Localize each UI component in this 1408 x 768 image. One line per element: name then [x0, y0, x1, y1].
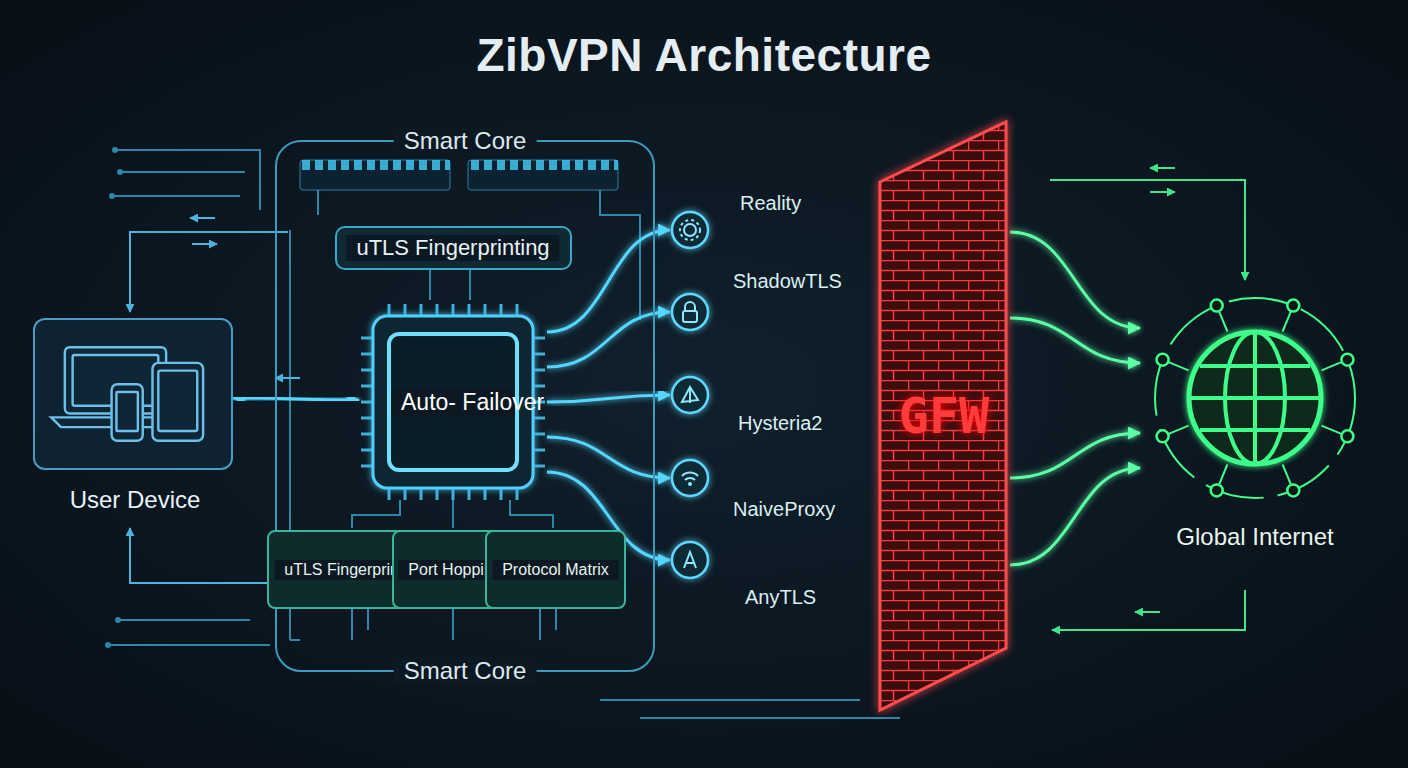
node-label: Auto- Failover: [391, 388, 515, 417]
connector-arrow: [710, 394, 878, 397]
node-label: Protocol Matrix: [492, 560, 619, 580]
device-icons: [35, 320, 231, 468]
connector-arrow: [1010, 318, 1140, 363]
connector-arrow: [233, 398, 359, 400]
node-label: Global Internet: [1115, 523, 1395, 551]
module-box: uTLS Fingerprinting: [335, 226, 572, 270]
protocol-node: ShadowTLS: [670, 292, 710, 332]
chip-block: Auto- Failover: [359, 302, 547, 502]
diagram-title: ZibVPN Architecture: [0, 28, 1408, 82]
firewall-wall: GFW: [878, 120, 1010, 712]
globe-node: Global Internet: [1140, 283, 1370, 513]
connector-arrow: [710, 559, 878, 562]
device-box: User Device: [33, 318, 233, 470]
protocol-node: Reality: [670, 210, 710, 250]
node-label: AnyTLS: [745, 586, 816, 609]
protocol-node: NaiveProxy: [670, 458, 710, 498]
connector-arrow: [547, 312, 670, 367]
node-label: NaiveProxy: [733, 498, 835, 521]
node-label: Reality: [740, 192, 801, 215]
node-label: Smart Core: [394, 127, 537, 155]
node-label: ShadowTLS: [733, 270, 842, 293]
node-label: Smart Core: [394, 657, 537, 685]
module-box: Protocol Matrix: [485, 530, 626, 609]
connector-arrow: [1010, 397, 1140, 400]
connector-arrow: [710, 477, 878, 480]
protocol-icon: [670, 458, 710, 498]
node-label: User Device: [0, 486, 275, 514]
node-label: GFW: [899, 387, 989, 445]
connector-arrow: [710, 229, 878, 232]
protocol-icon: [670, 292, 710, 332]
protocol-node: AnyTLS: [670, 540, 710, 580]
protocol-node: Hysteria2: [670, 375, 710, 415]
protocol-icon: [670, 540, 710, 580]
connector-arrow: [1010, 232, 1140, 328]
protocol-icon: [670, 375, 710, 415]
node-label: Hysteria2: [738, 412, 822, 435]
globe-icon: [1140, 283, 1370, 513]
core-region: Smart CoreSmart CoreuTLS FingerprintingA…: [275, 140, 655, 672]
led-panels: [300, 160, 618, 190]
node-label: uTLS Fingerprinting: [346, 235, 559, 261]
protocol-icon: [670, 210, 710, 250]
connector-arrow: [710, 311, 878, 314]
connector-arrow: [547, 395, 670, 402]
connector-arrow: [1010, 468, 1140, 565]
connector-arrow: [547, 437, 670, 478]
